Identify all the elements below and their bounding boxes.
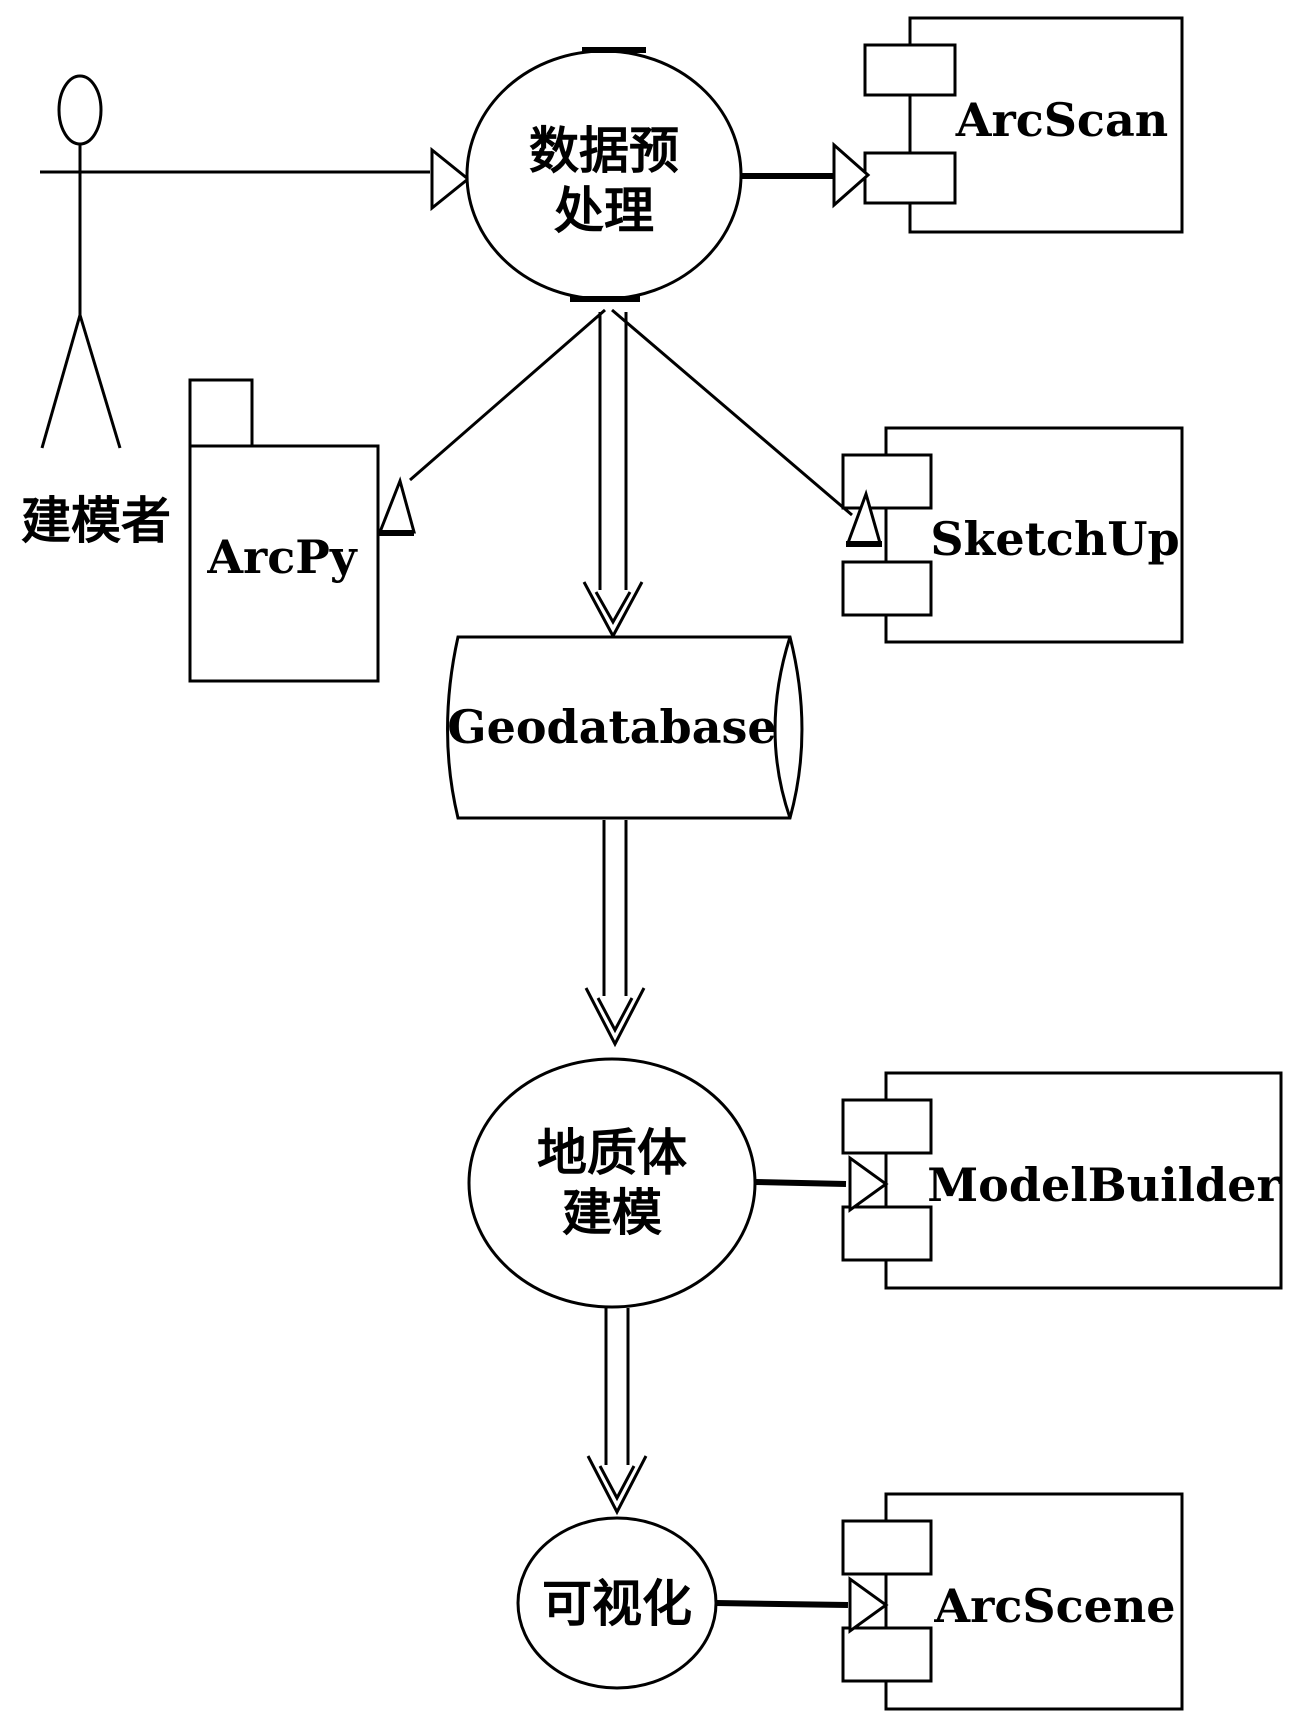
preprocess-to-arcpy-line: [409, 308, 606, 482]
geodatabase-label: Geodatabase: [447, 700, 776, 754]
preprocess-to-geodatabase-arrow: [582, 312, 644, 640]
modeling-to-visualization-arrow: [586, 1308, 648, 1516]
preprocess-to-geodatabase-head: [582, 581, 644, 640]
arcscene-port-bottom: [841, 1626, 933, 1683]
preprocess-label-line2: 处理: [554, 182, 654, 240]
preprocess-to-sketchup-line: [611, 308, 853, 517]
sketchup-body: [884, 426, 1184, 644]
arcpy-body: [188, 444, 380, 683]
component-arcscan: ArcScan: [863, 16, 1184, 234]
datastore-geodatabase: Geodatabase: [446, 635, 804, 820]
modeling-to-modelbuilder-line: [754, 1179, 847, 1187]
visualization-to-arcscene-line: [715, 1600, 849, 1608]
arcpy-label: ArcPy: [206, 530, 358, 584]
preprocess-label-line1: 数据预: [529, 122, 679, 180]
sketchup-label: SketchUp: [930, 512, 1179, 566]
arcscan-port-top: [863, 43, 957, 97]
package-arcpy: ArcPy: [188, 378, 380, 683]
visualization-to-arcscene-arrowhead: [848, 1576, 889, 1634]
actor-label: 建模者: [21, 492, 171, 550]
actor-to-preprocess-arrowhead: [430, 146, 471, 212]
process-modeling: 地质体 建模: [467, 1057, 757, 1309]
modelbuilder-body: [884, 1071, 1283, 1290]
actor-right-leg: [78, 314, 122, 449]
actor-left-leg: [40, 314, 82, 449]
sketchup-port-bottom: [841, 560, 933, 617]
geodatabase-cylinder-end: [773, 636, 792, 819]
preprocess-to-arcpy-arrowhead: [377, 476, 416, 534]
geodatabase-to-modeling-head: [584, 987, 646, 1048]
modeling-label-line1: 地质体: [537, 1124, 687, 1182]
component-modelbuilder: ModelBuilder: [841, 1071, 1283, 1290]
sketchup-port-top: [841, 453, 933, 510]
visualization-label: 可视化: [542, 1575, 692, 1633]
actor-modeler: 建模者: [21, 74, 430, 550]
process-preprocess: 数据预 处理: [465, 47, 743, 302]
arcscene-label: ArcScene: [933, 1579, 1175, 1633]
preprocess-to-arcscan-arrowhead: [832, 141, 871, 209]
process-visualization: 可视化: [516, 1516, 718, 1690]
arcscene-port-top: [841, 1519, 933, 1576]
modeling-ellipse: [467, 1057, 757, 1309]
geodatabase-to-modeling-arrow: [584, 820, 646, 1048]
modelbuilder-port-top: [841, 1098, 933, 1155]
actor-head: [57, 74, 103, 146]
modeling-to-modelbuilder-arrowhead: [848, 1155, 889, 1213]
modeling-label-line2: 建模: [562, 1184, 662, 1242]
modelbuilder-port-bottom: [841, 1205, 933, 1262]
modeling-to-visualization-head: [586, 1455, 648, 1516]
component-sketchup: SketchUp: [841, 426, 1184, 644]
component-arcscene: ArcScene: [841, 1492, 1184, 1711]
arcpy-tab: [188, 378, 254, 450]
modelbuilder-label: ModelBuilder: [927, 1158, 1281, 1212]
arcscene-body: [884, 1492, 1184, 1711]
arcscan-port-bottom: [863, 151, 957, 205]
arcscan-label: ArcScan: [955, 93, 1168, 147]
